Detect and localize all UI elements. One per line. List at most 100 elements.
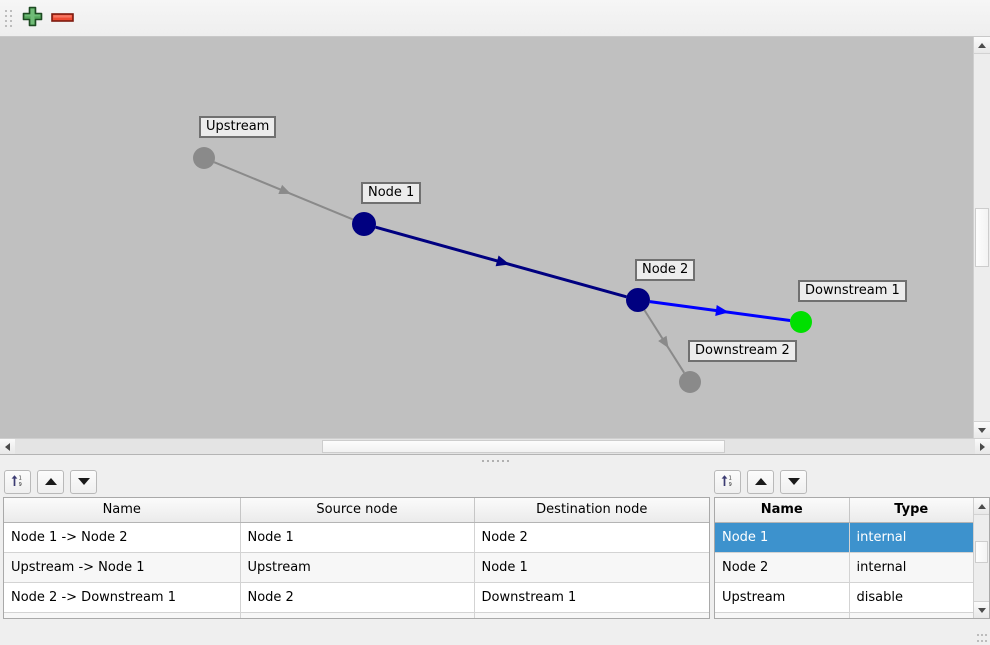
main-toolbar	[0, 0, 990, 37]
nodes-table-row[interactable]: Downstream 1downstream	[715, 612, 973, 618]
chevron-down-icon	[978, 427, 986, 433]
nodes-sort-button[interactable]: 1 9	[714, 469, 741, 494]
toolbar-drag-handle[interactable]	[3, 7, 13, 29]
graph-node-label-node1[interactable]: Node 1	[361, 182, 422, 204]
link-source: Node 1	[240, 522, 475, 553]
svg-text:9: 9	[729, 482, 732, 488]
scroll-right-button[interactable]	[975, 439, 990, 454]
node-name: Node 2	[715, 552, 850, 583]
graph-node-label-node2[interactable]: Node 2	[635, 259, 696, 281]
tables-area: 1 9	[0, 466, 990, 619]
triangle-down-icon	[77, 478, 90, 485]
graph-vscroll-track[interactable]	[974, 54, 990, 421]
graph-node-upstream[interactable]	[193, 147, 215, 169]
links-col-name[interactable]: Name	[4, 498, 241, 523]
graph-horizontal-scrollbar[interactable]	[0, 438, 990, 454]
graph-node-node2[interactable]	[626, 288, 650, 312]
links-col-source[interactable]: Source node	[240, 498, 475, 523]
link-destination: Node 2	[474, 522, 709, 553]
scroll-up-button[interactable]	[974, 37, 990, 54]
triangle-down-icon	[787, 478, 800, 485]
triangle-up-icon	[44, 478, 57, 485]
graph-node-downstream1[interactable]	[790, 311, 812, 333]
scroll-left-button[interactable]	[0, 439, 15, 454]
nodes-toolbar: 1 9	[710, 466, 990, 497]
link-destination: Downstream 1	[474, 582, 709, 613]
link-name: Upstream -> Node 1	[4, 552, 241, 583]
link-destination: Node 1	[474, 552, 709, 583]
nodes-table-header-row: Name Type	[715, 498, 973, 523]
window-resize-grip-icon[interactable]	[976, 631, 987, 642]
nodes-scroll-down-button[interactable]	[974, 601, 989, 618]
node-type: internal	[849, 522, 973, 553]
link-source: Node 2	[240, 612, 475, 618]
graph-edges-layer	[193, 147, 812, 393]
nodes-vscroll-track[interactable]	[974, 515, 989, 601]
graph-edge-arrow	[658, 335, 669, 349]
panel-splitter[interactable]	[0, 454, 990, 466]
svg-text:1: 1	[19, 475, 22, 481]
graph-hscroll-thumb[interactable]	[322, 440, 726, 453]
nodes-panel: 1 9	[710, 466, 990, 619]
chevron-left-icon	[5, 442, 10, 451]
graph-node-label-downstream1[interactable]: Downstream 1	[798, 280, 907, 302]
links-table-scroll[interactable]: Name Source node Destination node Node 1…	[4, 498, 709, 618]
sort-icon: 1 9	[10, 473, 25, 491]
links-move-down-button[interactable]	[70, 469, 97, 494]
links-table: Name Source node Destination node Node 1…	[4, 498, 709, 618]
add-button[interactable]	[17, 4, 47, 32]
nodes-vertical-scrollbar[interactable]	[973, 498, 989, 618]
chevron-up-icon	[978, 42, 986, 48]
graph-hscroll-track[interactable]	[15, 439, 975, 454]
svg-text:1: 1	[729, 475, 732, 481]
chevron-up-icon	[977, 503, 986, 509]
links-col-destination[interactable]: Destination node	[474, 498, 709, 523]
sort-icon: 1 9	[720, 473, 735, 491]
minus-icon	[50, 10, 74, 27]
node-name: Node 1	[715, 522, 850, 553]
triangle-up-icon	[754, 478, 767, 485]
graph-edge-arrow	[278, 184, 291, 195]
link-name: Node 2 -> Downstream 1	[4, 582, 241, 613]
graph-node-downstream2[interactable]	[679, 371, 701, 393]
links-table-header-row: Name Source node Destination node	[4, 498, 709, 523]
nodes-scroll-up-button[interactable]	[974, 498, 989, 515]
splitter-grip-icon	[481, 459, 509, 462]
plus-icon	[22, 6, 43, 30]
scroll-down-button[interactable]	[974, 421, 990, 438]
link-destination: Downstream 2	[474, 612, 709, 618]
graph-node-node1[interactable]	[352, 212, 376, 236]
remove-button[interactable]	[47, 4, 77, 32]
link-name: Node 1 -> Node 2	[4, 522, 241, 553]
node-type: internal	[849, 552, 973, 583]
nodes-col-name[interactable]: Name	[715, 498, 850, 523]
links-move-up-button[interactable]	[37, 469, 64, 494]
node-name: Downstream 1	[715, 612, 850, 618]
links-toolbar: 1 9	[0, 466, 710, 497]
node-type: disable	[849, 582, 973, 613]
graph-vertical-scrollbar[interactable]	[973, 37, 990, 438]
links-sort-button[interactable]: 1 9	[4, 469, 31, 494]
graph-edge-arrow	[715, 304, 729, 317]
nodes-vscroll-thumb[interactable]	[975, 540, 988, 564]
links-panel: 1 9	[0, 466, 710, 619]
graph-vscroll-thumb[interactable]	[975, 208, 989, 267]
nodes-move-down-button[interactable]	[780, 469, 807, 494]
nodes-move-up-button[interactable]	[747, 469, 774, 494]
chevron-right-icon	[980, 442, 985, 451]
nodes-col-type[interactable]: Type	[849, 498, 973, 523]
graph-node-label-downstream2[interactable]: Downstream 2	[688, 340, 797, 362]
graph-node-label-upstream[interactable]: Upstream	[199, 116, 277, 138]
